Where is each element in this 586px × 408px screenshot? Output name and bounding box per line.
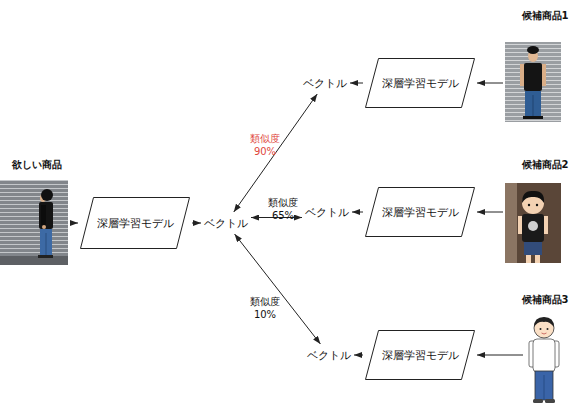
product-image: 候補商品1 <box>505 42 561 122</box>
arrow-connector <box>477 212 503 213</box>
face <box>534 318 554 338</box>
arrow-connector <box>192 223 201 224</box>
arrow-connector <box>352 212 363 213</box>
vector-node: ベクトル <box>203 214 249 232</box>
leg <box>535 255 540 263</box>
jeans-seam <box>543 375 545 400</box>
jeans <box>535 371 553 400</box>
arrow-connector <box>477 355 523 356</box>
shoes <box>523 116 543 119</box>
mouth <box>542 333 547 334</box>
black-shirt <box>524 63 542 91</box>
product-heading: 候補商品2 <box>522 158 569 172</box>
vector-node: ベクトル <box>302 74 348 92</box>
arrow-connector <box>477 83 503 84</box>
parallelogram-shape <box>366 59 475 108</box>
hair <box>534 317 554 327</box>
eye <box>540 328 542 330</box>
product-heading: 候補商品3 <box>522 293 569 307</box>
hair <box>527 46 539 54</box>
shoe <box>545 399 555 403</box>
white-shirt <box>533 339 555 372</box>
shoe <box>533 399 543 403</box>
parallelogram-shape <box>81 198 190 249</box>
hand <box>42 225 46 229</box>
parallelogram-shape <box>366 331 475 380</box>
similarity-label: 類似度 90% <box>246 132 284 158</box>
arrow-connector <box>350 83 363 84</box>
shorts <box>524 242 542 255</box>
model-box: 深層学習モデル <box>365 58 475 108</box>
hair <box>522 191 544 203</box>
vector-label: ベクトル <box>304 203 350 221</box>
jeans <box>40 229 52 256</box>
model-box: 深層学習モデル <box>365 330 475 380</box>
eye <box>547 328 549 330</box>
jeans <box>525 91 541 117</box>
arrow-connector <box>235 234 321 344</box>
shirt-print <box>528 221 538 231</box>
vector-node: ベクトル <box>306 346 352 364</box>
similarity-label: 類似度 10% <box>246 295 284 321</box>
product-heading: 候補商品1 <box>522 9 569 23</box>
model-label: 深層学習モデル <box>365 187 475 237</box>
jeans-seam <box>533 95 534 117</box>
parallelogram-shape <box>366 188 475 237</box>
arm <box>41 205 46 225</box>
vector-node: ベクトル <box>304 203 350 221</box>
photo-floor <box>0 256 68 265</box>
leg <box>526 255 531 263</box>
arrow-connector <box>70 223 78 224</box>
model-label: 深層学習モデル <box>80 197 190 249</box>
model-box: 深層学習モデル <box>365 187 475 237</box>
vector-label: ベクトル <box>203 214 249 232</box>
product-heading: 欲しい商品 <box>12 158 62 172</box>
arrow-connector <box>234 94 317 212</box>
photo-background <box>0 180 68 265</box>
jeans-seam <box>46 233 47 256</box>
model-label: 深層学習モデル <box>365 58 475 108</box>
door-frame <box>505 183 517 263</box>
model-label: 深層学習モデル <box>365 330 475 380</box>
product-image: 候補商品2 <box>505 183 561 263</box>
similarity-label: 類似度 65% <box>264 196 302 222</box>
hair <box>41 189 53 201</box>
arrow-connector <box>354 355 363 356</box>
photo-background <box>505 183 561 263</box>
eye <box>536 204 538 206</box>
black-shirt <box>522 214 544 242</box>
model-box: 深層学習モデル <box>80 197 190 249</box>
product-image: 候補商品3 <box>525 312 563 406</box>
photo-background <box>505 42 561 122</box>
shoes <box>38 255 53 258</box>
black-shirt <box>39 202 53 229</box>
product-image: 欲しい商品 <box>0 180 68 265</box>
vector-label: ベクトル <box>302 74 348 92</box>
eye <box>528 204 530 206</box>
vector-label: ベクトル <box>306 346 352 364</box>
